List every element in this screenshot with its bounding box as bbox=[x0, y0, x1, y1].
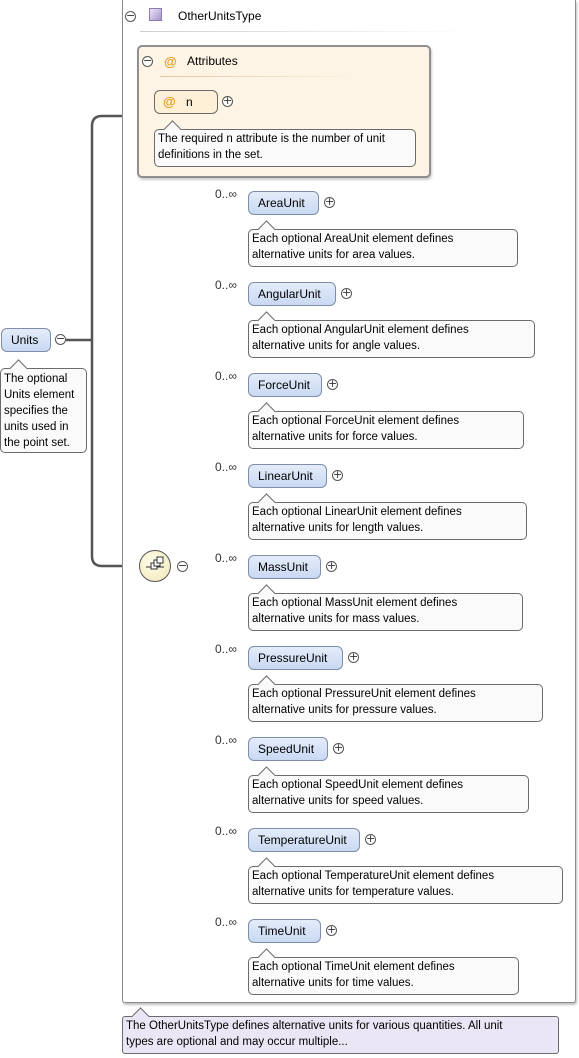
doc-line: Each optional SpeedUnit element defines bbox=[252, 779, 463, 791]
attribute-at-icon: @ bbox=[164, 54, 177, 69]
child-doc: Each optional MassUnit element defines al… bbox=[248, 593, 523, 631]
type-name: OtherUnitsType bbox=[178, 9, 262, 23]
child-element-angularunit[interactable]: AngularUnit bbox=[248, 282, 336, 306]
child-element-areaunit[interactable]: AreaUnit bbox=[248, 191, 319, 215]
doc-line: Each optional TimeUnit element defines bbox=[252, 961, 455, 973]
occurrence-label: 0..∞ bbox=[215, 733, 237, 747]
child-element-temperatureunit[interactable]: TemperatureUnit bbox=[248, 828, 360, 852]
doc-line: alternative units for length values. bbox=[252, 522, 424, 534]
child-element-speedunit[interactable]: SpeedUnit bbox=[248, 737, 328, 761]
doc-line: alternative units for mass values. bbox=[252, 613, 420, 625]
doc-line: The optional bbox=[4, 373, 68, 385]
doc-line: Each optional AreaUnit element defines bbox=[252, 233, 454, 245]
doc-line: Each optional MassUnit element defines bbox=[252, 597, 458, 609]
doc-line: The OtherUnitsType defines alternative u… bbox=[126, 1020, 503, 1032]
doc-line: the point set. bbox=[4, 437, 70, 449]
expand-massunit-icon[interactable]: + bbox=[326, 559, 337, 572]
expand-linearunit-icon[interactable]: + bbox=[332, 468, 343, 481]
doc-line: The required n attribute is the number o… bbox=[158, 133, 385, 145]
doc-line: Each optional TemperatureUnit element de… bbox=[252, 870, 495, 882]
child-element-linearunit[interactable]: LinearUnit bbox=[248, 464, 327, 488]
expand-pressureunit-icon[interactable]: + bbox=[348, 650, 359, 663]
doc-line: Each optional LinearUnit element defines bbox=[252, 506, 462, 518]
type-title-divider bbox=[140, 31, 470, 32]
child-doc: Each optional AreaUnit element defines al… bbox=[248, 229, 518, 267]
expand-speedunit-icon[interactable]: + bbox=[333, 741, 344, 754]
units-element[interactable]: Units bbox=[1, 328, 51, 352]
expand-forceunit-icon[interactable]: + bbox=[327, 377, 338, 390]
doc-line: Each optional AngularUnit element define… bbox=[252, 324, 469, 336]
expand-angularunit-icon[interactable]: + bbox=[341, 286, 352, 299]
doc-line: alternative units for temperature values… bbox=[252, 886, 454, 898]
child-element-forceunit[interactable]: ForceUnit bbox=[248, 373, 322, 397]
expand-areaunit-icon[interactable]: + bbox=[324, 195, 335, 208]
doc-line: specifies the bbox=[4, 405, 68, 417]
doc-line: alternative units for speed values. bbox=[252, 795, 424, 807]
occurrence-label: 0..∞ bbox=[215, 915, 237, 929]
attributes-divider bbox=[160, 76, 360, 77]
doc-line: alternative units for force values. bbox=[252, 431, 418, 443]
expand-temperatureunit-icon[interactable]: + bbox=[365, 832, 376, 845]
occurrence-label: 0..∞ bbox=[215, 824, 237, 838]
complex-type-icon bbox=[149, 8, 162, 21]
child-element-pressureunit[interactable]: PressureUnit bbox=[248, 646, 343, 670]
attributes-title: Attributes bbox=[187, 54, 238, 68]
doc-line: alternative units for time values. bbox=[252, 977, 414, 989]
attribute-n-doc: The required n attribute is the number o… bbox=[154, 129, 416, 167]
child-doc: Each optional TemperatureUnit element de… bbox=[248, 866, 563, 904]
collapse-units-icon[interactable]: − bbox=[55, 332, 66, 345]
doc-line: units used in bbox=[4, 421, 69, 433]
sequence-icon[interactable] bbox=[139, 550, 171, 582]
doc-line: definitions in the set. bbox=[158, 149, 263, 161]
doc-line: alternative units for angle values. bbox=[252, 340, 421, 352]
child-doc: Each optional AngularUnit element define… bbox=[248, 320, 535, 358]
child-doc: Each optional TimeUnit element defines al… bbox=[248, 957, 519, 995]
type-doc: The OtherUnitsType defines alternative u… bbox=[122, 1016, 559, 1054]
doc-line: Units element bbox=[4, 389, 75, 401]
attribute-n[interactable] bbox=[154, 90, 218, 114]
occurrence-label: 0..∞ bbox=[215, 642, 237, 656]
doc-line: Each optional PressureUnit element defin… bbox=[252, 688, 476, 700]
doc-line: alternative units for pressure values. bbox=[252, 704, 437, 716]
child-element-massunit[interactable]: MassUnit bbox=[248, 555, 321, 579]
doc-line: Each optional ForceUnit element defines bbox=[252, 415, 460, 427]
child-element-timeunit[interactable]: TimeUnit bbox=[248, 919, 321, 943]
doc-line: alternative units for area values. bbox=[252, 249, 416, 261]
occurrence-label: 0..∞ bbox=[215, 551, 237, 565]
occurrence-label: 0..∞ bbox=[215, 278, 237, 292]
collapse-type-icon[interactable]: − bbox=[125, 9, 136, 22]
occurrence-label: 0..∞ bbox=[215, 187, 237, 201]
occurrence-label: 0..∞ bbox=[215, 460, 237, 474]
units-doc: The optional Units element specifies the… bbox=[0, 368, 87, 453]
attribute-n-at-icon: @ bbox=[163, 94, 176, 109]
expand-timeunit-icon[interactable]: + bbox=[326, 923, 337, 936]
sequence-glyph-icon bbox=[146, 556, 164, 570]
child-doc: Each optional ForceUnit element defines a… bbox=[248, 411, 524, 449]
collapse-attributes-icon[interactable]: − bbox=[142, 54, 153, 67]
attribute-n-label: n bbox=[186, 95, 193, 109]
expand-attribute-n-icon[interactable]: + bbox=[222, 94, 233, 107]
child-doc: Each optional LinearUnit element defines… bbox=[248, 502, 527, 540]
occurrence-label: 0..∞ bbox=[215, 369, 237, 383]
collapse-sequence-icon[interactable]: − bbox=[177, 559, 188, 572]
child-doc: Each optional PressureUnit element defin… bbox=[248, 684, 543, 722]
doc-line: types are optional and may occur multipl… bbox=[126, 1036, 348, 1048]
child-doc: Each optional SpeedUnit element defines a… bbox=[248, 775, 529, 813]
